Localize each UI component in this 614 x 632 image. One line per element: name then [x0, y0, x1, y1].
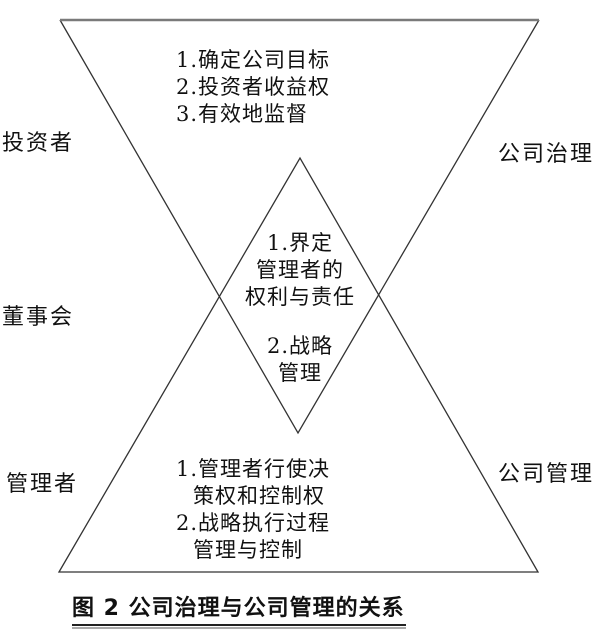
label-corporate-governance: 公司治理 [498, 142, 595, 167]
management-item-2b: 管理与控制 [193, 538, 303, 562]
management-items: 1.管理者行使决 策权和控制权 2.战略执行过程 管理与控制 [176, 456, 330, 564]
overlap-line-2: 管理者的 [256, 258, 344, 282]
overlap-line-4: 2.战略 [266, 334, 334, 358]
management-item-1b: 策权和控制权 [193, 484, 325, 508]
caption-underline [72, 624, 406, 626]
overlap-item-2: 2.战略 管理 [240, 333, 360, 387]
figure-caption: 图 2 公司治理与公司管理的关系 [72, 596, 405, 621]
management-item-2a: 2.战略执行过程 [176, 511, 331, 535]
overlap-line-1: 1.界定 [266, 231, 334, 255]
label-board: 董事会 [2, 305, 75, 330]
governance-item-1: 1.确定公司目标 [176, 48, 331, 72]
caption-underline-secondary [72, 627, 406, 629]
overlap-line-3: 权利与责任 [245, 285, 355, 309]
overlap-line-5: 管理 [278, 361, 322, 385]
governance-item-2: 2.投资者收益权 [176, 75, 331, 99]
label-investor: 投资者 [2, 131, 75, 156]
label-corporate-management: 公司管理 [498, 462, 595, 487]
governance-item-3: 3.有效地监督 [176, 102, 309, 126]
management-triangle [57, 156, 540, 573]
label-manager: 管理者 [6, 472, 79, 497]
governance-triangle [59, 19, 540, 435]
management-item-1a: 1.管理者行使决 [176, 457, 331, 481]
overlap-item-1: 1.界定 管理者的 权利与责任 [228, 230, 372, 311]
governance-items: 1.确定公司目标 2.投资者收益权 3.有效地监督 [176, 47, 330, 128]
